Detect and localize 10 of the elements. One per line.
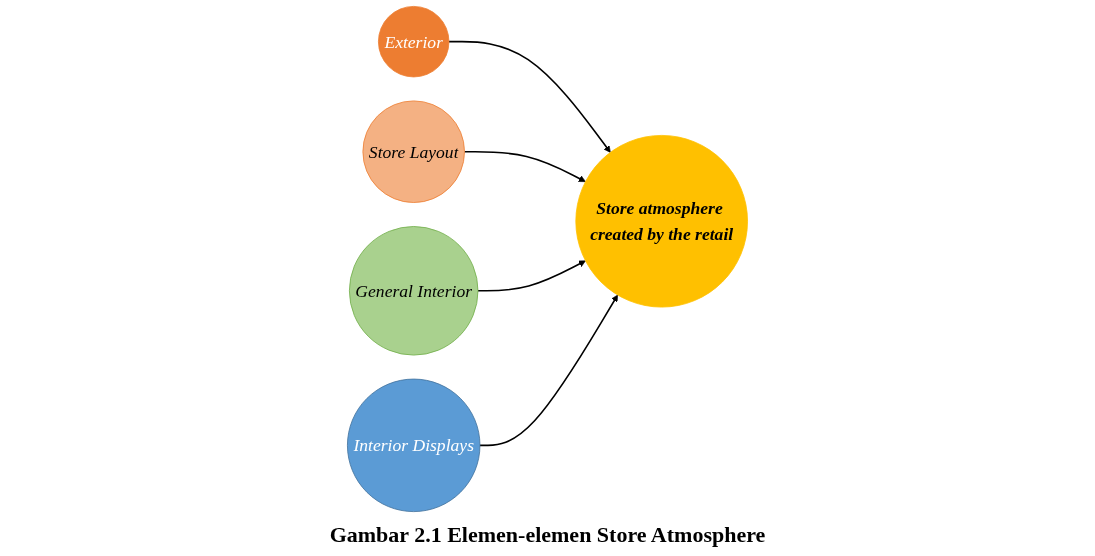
node-circle: General Interior: [349, 226, 479, 356]
node-circle: Exterior: [378, 6, 450, 78]
figure-caption: Gambar 2.1 Elemen-elemen Store Atmosphere: [329, 521, 766, 549]
arrow: [477, 260, 586, 292]
node-circle: Interior Displays: [347, 378, 481, 512]
node-circle: Store atmosphere created by the retail: [575, 135, 748, 308]
arrow: [463, 150, 586, 182]
arrow: [479, 294, 618, 447]
arrow: [448, 40, 611, 153]
node-circle: Store Layout: [362, 100, 465, 203]
